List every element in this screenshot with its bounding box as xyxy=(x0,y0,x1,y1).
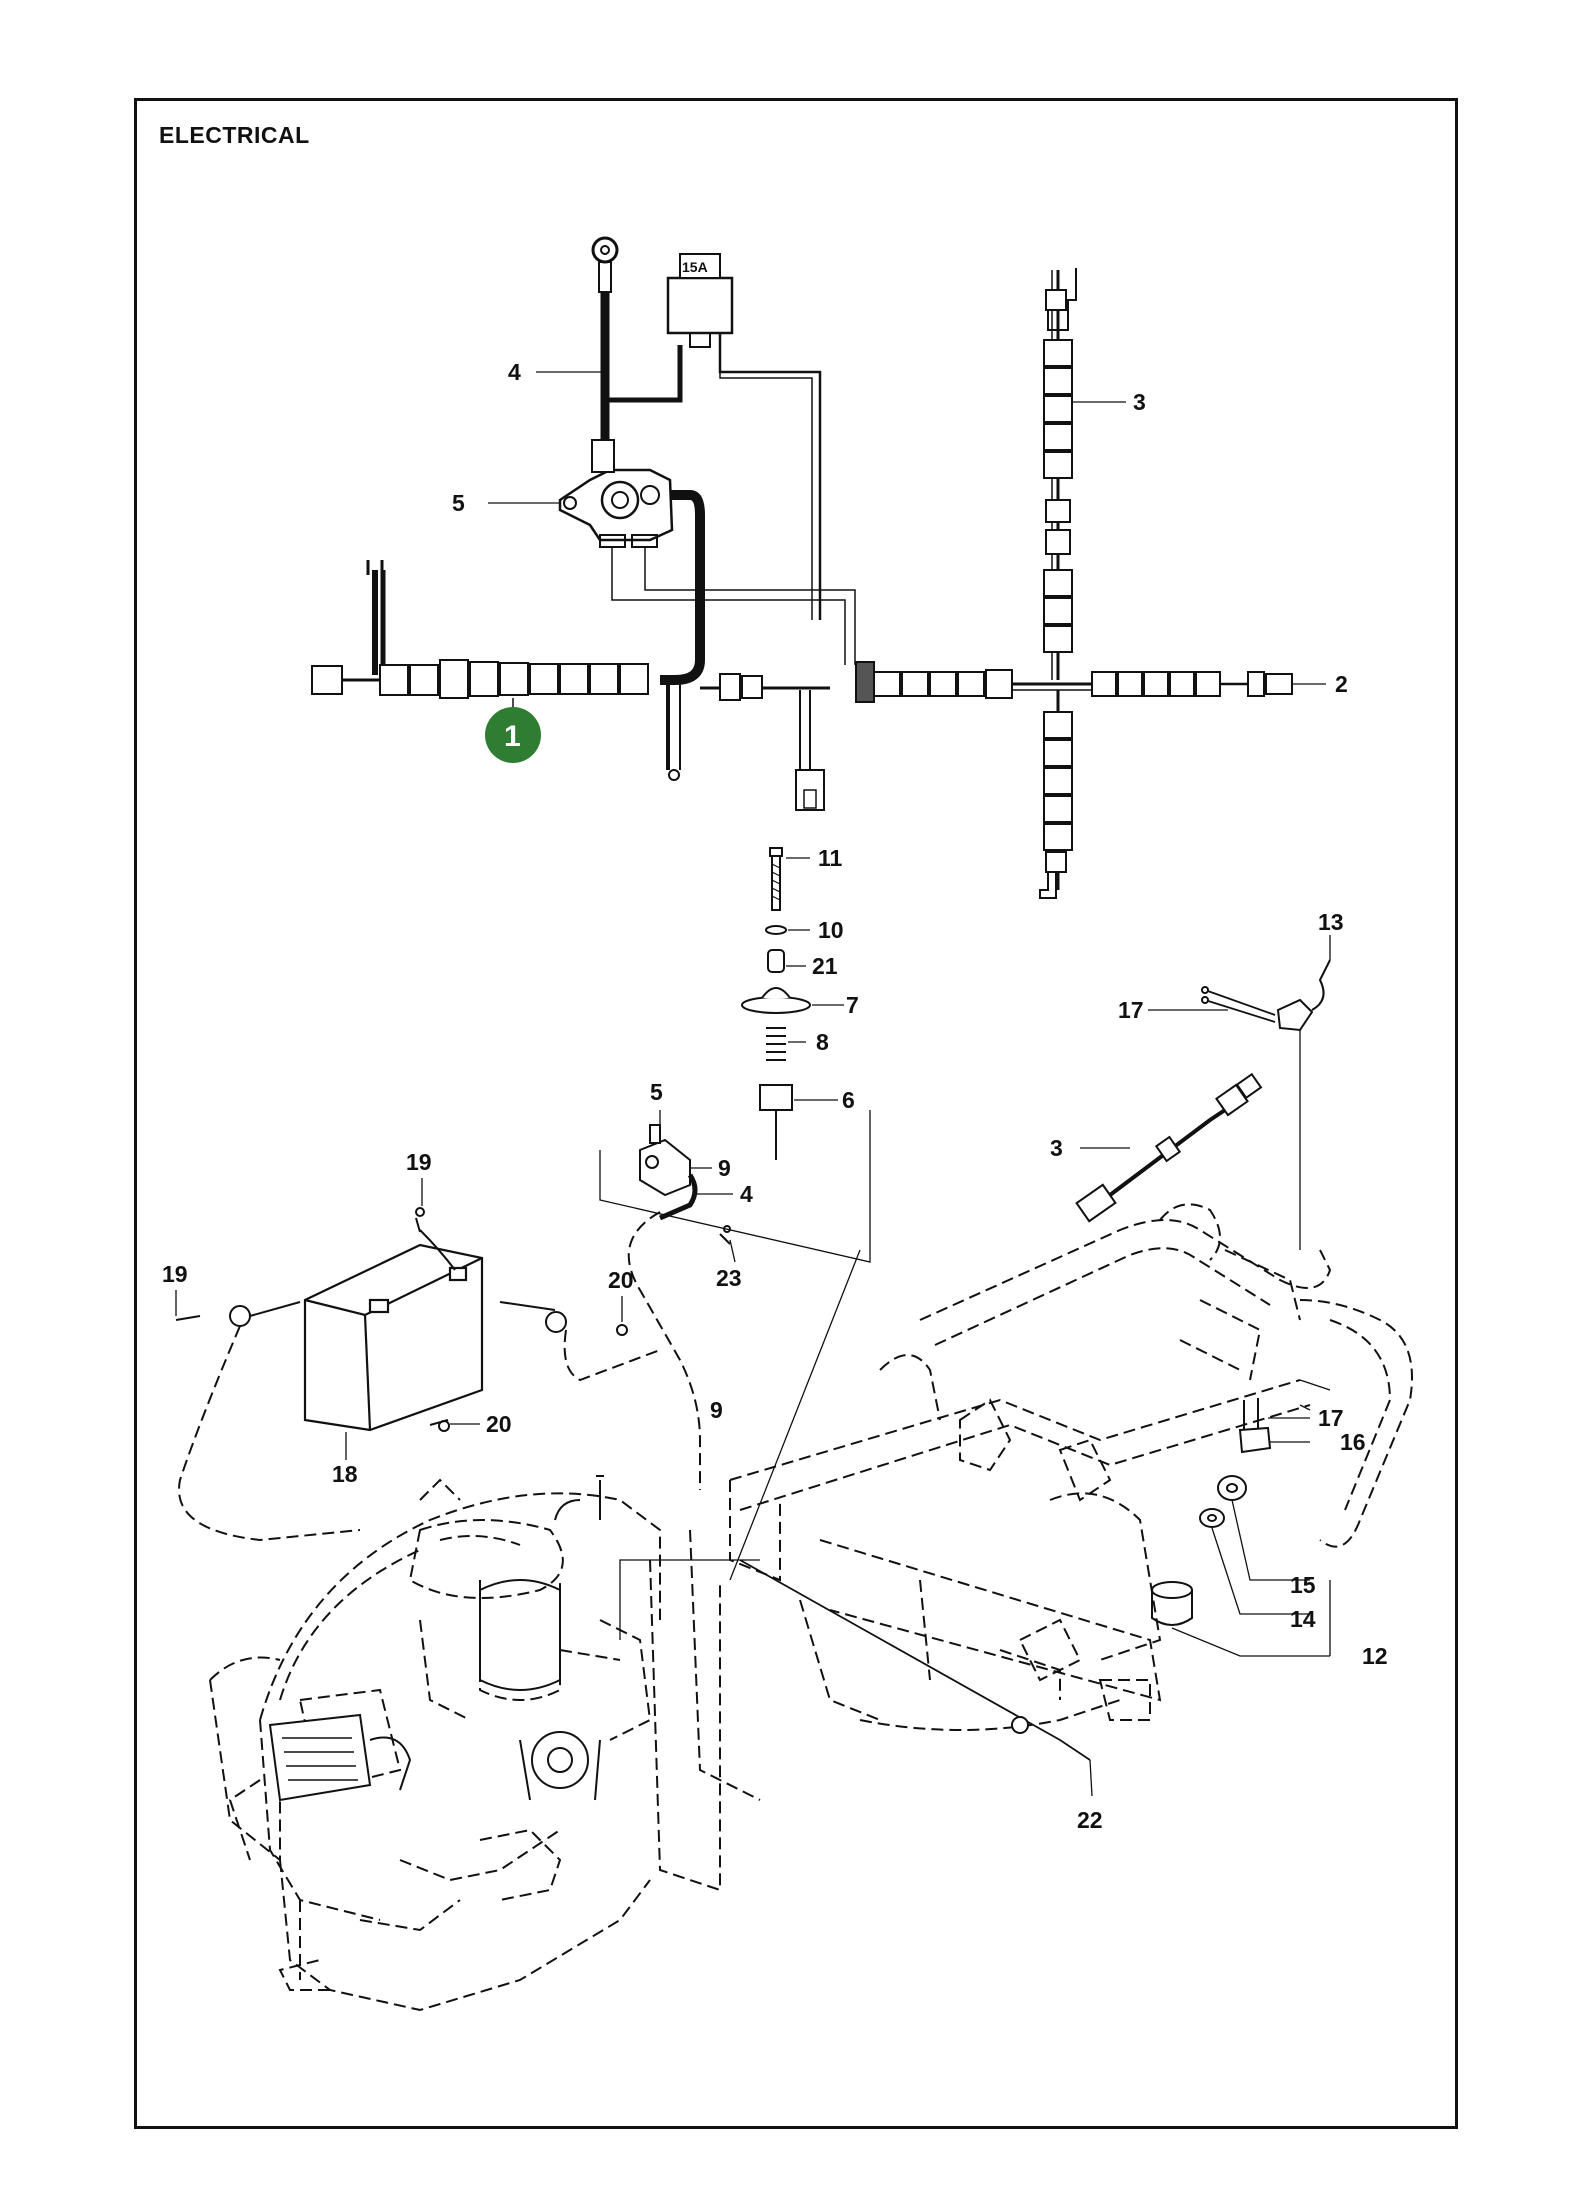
callout-9-lower[interactable]: 9 xyxy=(710,1397,723,1423)
callout-21[interactable]: 21 xyxy=(812,953,838,979)
callout-11[interactable]: 11 xyxy=(818,845,843,871)
callout-4-lower[interactable]: 4 xyxy=(740,1181,753,1207)
seat-switch-stack xyxy=(741,847,811,1160)
callout-16[interactable]: 16 xyxy=(1340,1429,1366,1455)
callout-20-lower[interactable]: 20 xyxy=(486,1411,512,1437)
diagram-title: ELECTRICAL xyxy=(159,122,310,148)
fuse-rating-label: 15A xyxy=(682,259,708,275)
assembly-badge-number: 1 xyxy=(504,720,521,753)
callout-22[interactable]: 22 xyxy=(1077,1807,1103,1833)
callout-labels: 2 3 4 5 11 10 21 7 8 6 5 9 4 23 19 19 20… xyxy=(162,359,1388,1833)
callout-12[interactable]: 12 xyxy=(1362,1643,1388,1669)
callout-18[interactable]: 18 xyxy=(332,1461,358,1487)
battery xyxy=(303,1243,484,1432)
callout-6[interactable]: 6 xyxy=(842,1087,855,1113)
callout-13[interactable]: 13 xyxy=(1318,909,1344,935)
callout-10[interactable]: 10 xyxy=(818,917,844,943)
engine-control-module xyxy=(268,1713,412,1802)
callout-17-lower[interactable]: 17 xyxy=(1318,1405,1344,1431)
engine-pulley xyxy=(519,1731,601,1801)
callout-2[interactable]: 2 xyxy=(1335,671,1348,697)
switch-16-detail xyxy=(1238,1398,1272,1454)
callout-3-upper[interactable]: 3 xyxy=(1133,389,1146,415)
sensor-12-parts xyxy=(1151,1475,1247,1626)
callout-7[interactable]: 7 xyxy=(846,992,859,1018)
callout-4-upper[interactable]: 4 xyxy=(508,359,521,385)
callout-19-upper[interactable]: 19 xyxy=(406,1149,432,1175)
callout-20-upper[interactable]: 20 xyxy=(608,1267,634,1293)
leader-lines xyxy=(488,371,1326,685)
diagram-frame xyxy=(134,98,1458,2129)
assembly-badge[interactable]: 1 xyxy=(485,707,541,763)
callout-23[interactable]: 23 xyxy=(716,1265,742,1291)
callout-5-lower[interactable]: 5 xyxy=(650,1079,663,1105)
callout-14[interactable]: 14 xyxy=(1290,1606,1316,1632)
callout-17-upper[interactable]: 17 xyxy=(1118,997,1144,1023)
battery-cables xyxy=(175,1207,661,1542)
machine-frame xyxy=(649,1203,1413,1892)
callout-8[interactable]: 8 xyxy=(816,1029,829,1055)
callout-5-upper[interactable]: 5 xyxy=(452,490,465,516)
switch-13-detail xyxy=(1201,959,1331,1250)
harness-3-detail xyxy=(1075,1072,1263,1223)
fuel-filter xyxy=(479,1475,604,1691)
wiring-harness-assembly xyxy=(311,236,1293,899)
callout-3-lower[interactable]: 3 xyxy=(1050,1135,1063,1161)
callout-19-left[interactable]: 19 xyxy=(162,1261,188,1287)
callout-9-upper[interactable]: 9 xyxy=(718,1155,731,1181)
solenoid-detail xyxy=(639,1124,731,1245)
callout-15[interactable]: 15 xyxy=(1290,1572,1316,1598)
